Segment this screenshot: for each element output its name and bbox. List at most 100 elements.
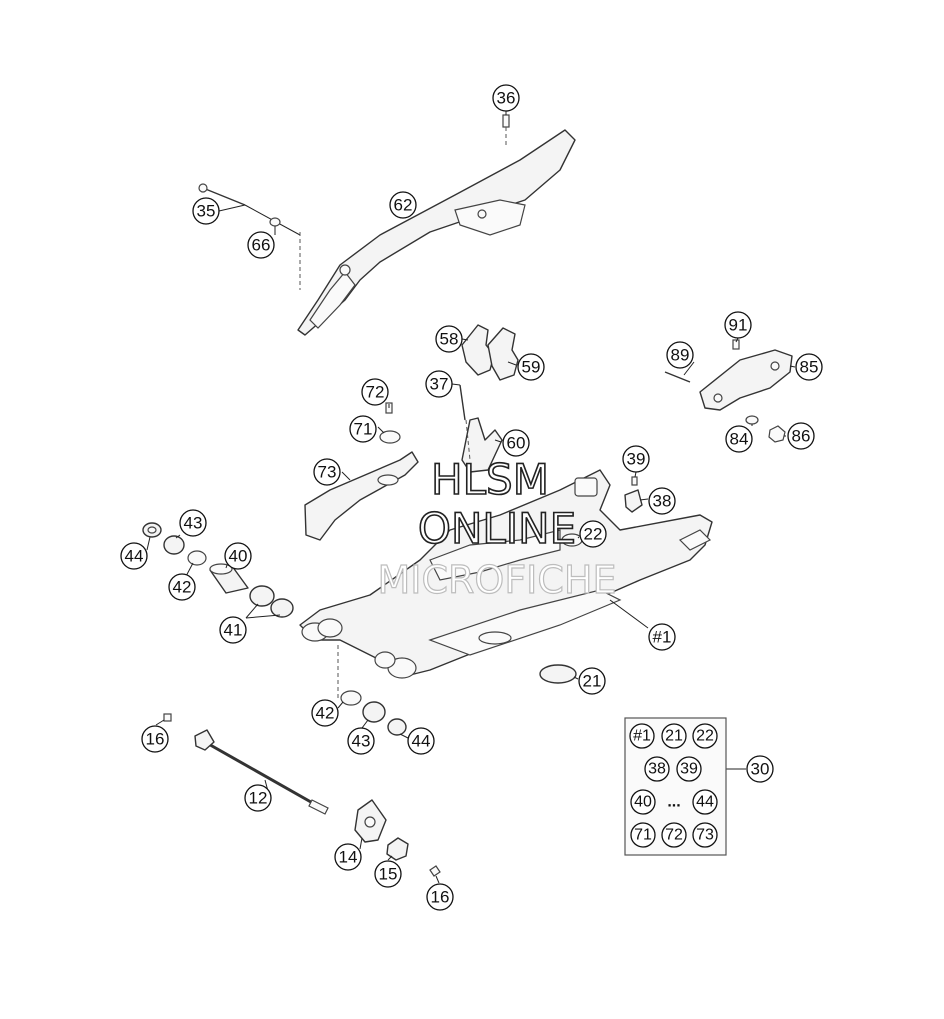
chain-slider-73 bbox=[304, 451, 419, 541]
svg-text:91: 91 bbox=[729, 316, 748, 335]
callout-60: 60 bbox=[502, 429, 530, 457]
seal-44-left bbox=[142, 522, 162, 538]
washer-84 bbox=[745, 415, 759, 425]
svg-text:40: 40 bbox=[229, 547, 248, 566]
watermark-line1: HLSM bbox=[431, 455, 549, 504]
svg-text:71: 71 bbox=[634, 827, 652, 844]
svg-text:30: 30 bbox=[751, 760, 770, 779]
screw-36 bbox=[502, 114, 510, 148]
screw-16-top bbox=[163, 713, 172, 722]
svg-text:16: 16 bbox=[431, 888, 450, 907]
svg-text:44: 44 bbox=[696, 794, 714, 811]
kit-item-72: 72 bbox=[661, 822, 687, 848]
watermark-line3: MICROFICHE bbox=[377, 558, 616, 602]
kit-item-40: 40 bbox=[630, 789, 656, 815]
svg-text:21: 21 bbox=[583, 672, 602, 691]
callout-84: 84 bbox=[725, 425, 753, 453]
kit-item-21: 21 bbox=[661, 723, 687, 749]
bearing-41b bbox=[270, 598, 294, 618]
svg-text:36: 36 bbox=[497, 89, 516, 108]
svg-text:71: 71 bbox=[354, 420, 373, 439]
callout-43-lower: 43 bbox=[347, 727, 375, 755]
watermark: HLSM ONLINE MICROFICHE bbox=[377, 454, 617, 602]
callout-85: 85 bbox=[795, 353, 823, 381]
bearing-43-left bbox=[163, 535, 185, 555]
svg-text:39: 39 bbox=[680, 761, 698, 778]
svg-text:84: 84 bbox=[730, 430, 749, 449]
callout-12: 12 bbox=[244, 784, 272, 812]
ring-21 bbox=[539, 664, 577, 684]
kit-item-38: 38 bbox=[644, 756, 670, 782]
callout-16-top: 16 bbox=[141, 725, 169, 753]
svg-text:85: 85 bbox=[800, 358, 819, 377]
bolt-89 bbox=[664, 371, 691, 383]
callout-72: 72 bbox=[361, 378, 389, 406]
svg-text:21: 21 bbox=[665, 728, 683, 745]
callout-89: 89 bbox=[666, 341, 694, 369]
leader-lines bbox=[146, 111, 796, 884]
callout-41: 41 bbox=[219, 616, 247, 644]
svg-text:39: 39 bbox=[627, 450, 646, 469]
callout-14: 14 bbox=[334, 843, 362, 871]
callout-91: 91 bbox=[724, 311, 752, 339]
svg-text:#1: #1 bbox=[653, 628, 672, 647]
watermark-line2: ONLINE bbox=[418, 504, 576, 553]
svg-text:43: 43 bbox=[352, 732, 371, 751]
nut-15 bbox=[386, 837, 409, 861]
kit-item-1: #1 bbox=[629, 723, 655, 749]
callout-44-lower: 44 bbox=[407, 727, 435, 755]
svg-text:22: 22 bbox=[696, 728, 714, 745]
callout-37: 37 bbox=[425, 370, 453, 398]
callout-1: #1 bbox=[648, 623, 676, 651]
chain-adjuster-38 bbox=[624, 489, 643, 513]
swingarm-main-part bbox=[299, 469, 713, 679]
svg-text:40: 40 bbox=[634, 794, 652, 811]
bracket-60 bbox=[461, 417, 503, 473]
washer-66 bbox=[269, 217, 281, 227]
chain-guard-part bbox=[297, 129, 576, 336]
svg-text:72: 72 bbox=[665, 827, 683, 844]
svg-text:41: 41 bbox=[224, 621, 243, 640]
svg-text:#1: #1 bbox=[633, 728, 651, 745]
kit-contents-box: #1 21 22 38 39 40 ... 44 71 72 73 bbox=[624, 717, 727, 856]
svg-text:58: 58 bbox=[440, 330, 459, 349]
callout-66: 66 bbox=[247, 231, 275, 259]
svg-text:72: 72 bbox=[366, 383, 385, 402]
callout-21: 21 bbox=[578, 667, 606, 695]
kit-item-44: 44 bbox=[692, 789, 718, 815]
svg-text:16: 16 bbox=[146, 730, 165, 749]
bearing-43-lower bbox=[362, 701, 386, 723]
callout-38: 38 bbox=[648, 487, 676, 515]
svg-text:14: 14 bbox=[339, 848, 358, 867]
callout-42-lower: 42 bbox=[311, 699, 339, 727]
callout-22: 22 bbox=[579, 520, 607, 548]
kit-item-22: 22 bbox=[692, 723, 718, 749]
callout-15: 15 bbox=[374, 860, 402, 888]
svg-text:...: ... bbox=[667, 794, 680, 811]
svg-text:22: 22 bbox=[584, 525, 603, 544]
svg-text:86: 86 bbox=[792, 427, 811, 446]
nut-86 bbox=[768, 425, 786, 443]
svg-text:59: 59 bbox=[522, 358, 541, 377]
kit-item-range: ... bbox=[667, 794, 680, 811]
svg-text:12: 12 bbox=[249, 789, 268, 808]
svg-text:66: 66 bbox=[252, 236, 271, 255]
callout-30: 30 bbox=[746, 755, 774, 783]
svg-text:42: 42 bbox=[173, 578, 192, 597]
svg-text:73: 73 bbox=[696, 827, 714, 844]
clamp-59 bbox=[487, 327, 519, 381]
svg-text:60: 60 bbox=[507, 434, 526, 453]
svg-text:38: 38 bbox=[648, 761, 666, 778]
callout-62: 62 bbox=[389, 191, 417, 219]
bearing-41a bbox=[249, 585, 275, 607]
svg-text:15: 15 bbox=[379, 865, 398, 884]
washer-42-lower bbox=[340, 690, 362, 706]
seal-44-lower bbox=[387, 718, 407, 736]
callout-36: 36 bbox=[492, 84, 520, 112]
svg-text:73: 73 bbox=[318, 463, 337, 482]
screw-91 bbox=[732, 339, 740, 350]
callout-44-left: 44 bbox=[120, 542, 148, 570]
callout-42-left: 42 bbox=[168, 573, 196, 601]
bolt-37 bbox=[459, 384, 471, 461]
callout-43-left: 43 bbox=[179, 509, 207, 537]
